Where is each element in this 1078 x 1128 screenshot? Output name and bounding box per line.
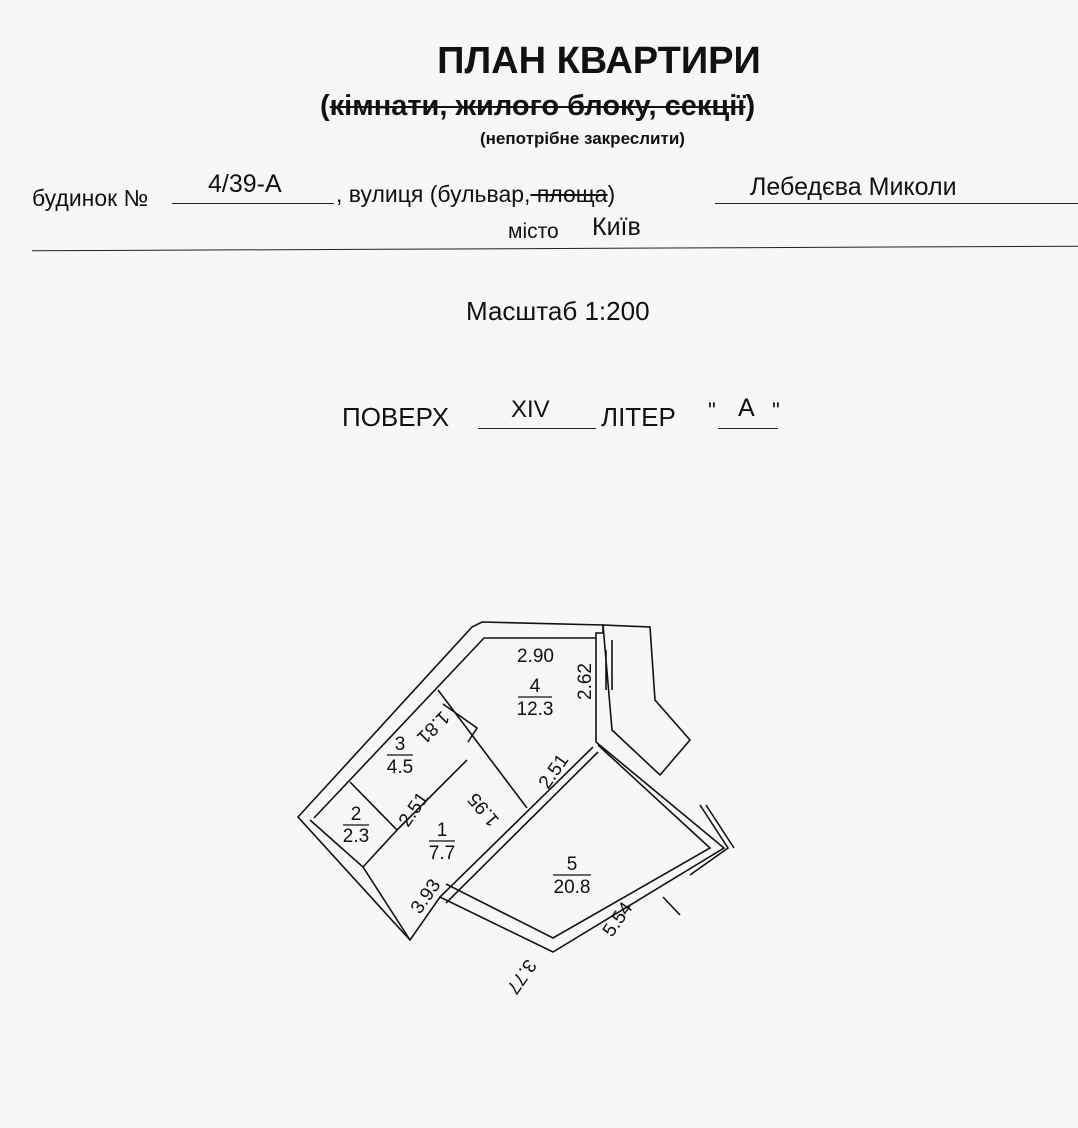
scale-label: Масштаб 1:200 <box>466 296 650 326</box>
room-labels: 2.90 2.62 1.81 2.51 1.95 2.51 3.93 3.77 … <box>343 646 638 997</box>
room-3-area: 4.5 <box>387 757 413 778</box>
room-4-partition <box>437 689 528 809</box>
dim-2-90: 2.90 <box>517 646 554 667</box>
street-label-text: , вулиця (бульвар, <box>336 181 531 207</box>
floor-label: ПОВЕРХ <box>342 402 450 432</box>
house-number: 4/39-А <box>208 170 282 198</box>
room-2-number: 2 <box>351 804 362 825</box>
dim-1-81: 1.81 <box>412 706 453 747</box>
outer-wall <box>296 621 726 953</box>
letter-value: А <box>738 394 755 422</box>
house-label: будинок № <box>32 185 149 211</box>
subtitle-struck-options: кімнати, жилого блоку, секції <box>329 90 746 122</box>
inner-wall <box>313 637 712 939</box>
room-3-number: 3 <box>395 734 406 755</box>
dim-2-62: 2.62 <box>575 663 596 700</box>
strike-note: (непотрібне закреслити) <box>480 129 685 148</box>
street-value: Лебедєва Миколи <box>750 173 957 201</box>
letter-label: ЛІТЕР <box>601 402 676 432</box>
letter-underline <box>718 428 778 429</box>
street-underline <box>715 203 1078 204</box>
dim-2-51-a: 2.51 <box>395 789 433 831</box>
house-underline <box>172 203 334 204</box>
dim-1-95: 1.95 <box>464 788 504 830</box>
page-title: ПЛАН КВАРТИРИ <box>437 40 761 82</box>
room-4-area: 12.3 <box>517 699 554 720</box>
dim-3-77: 3.77 <box>502 955 540 997</box>
floor-value: XIV <box>511 396 550 423</box>
corridor-wall <box>309 819 411 941</box>
room-1-area: 7.7 <box>429 843 455 864</box>
wall-1-5 <box>439 746 599 904</box>
subtitle-paren: ) <box>745 90 756 122</box>
room-2-area: 2.3 <box>343 826 369 847</box>
page-subtitle: (кімнати, жилого блоку, секції) <box>320 90 755 123</box>
room-5-area: 20.8 <box>554 877 591 898</box>
room-4-number: 4 <box>530 676 541 697</box>
letter-quote: " <box>772 398 780 423</box>
street-label-struck: площа <box>530 181 608 207</box>
subtitle-paren: ( <box>320 90 330 122</box>
partition-3-1 <box>396 759 468 831</box>
city-value: Київ <box>592 213 641 241</box>
partition-2-1 <box>362 829 398 868</box>
partition-2-3 <box>349 781 398 831</box>
street-label: , вулиця (бульвар, площа) <box>336 181 615 208</box>
balcony <box>602 624 692 777</box>
street-label-text: ) <box>607 181 616 207</box>
letter-quote: " <box>708 398 716 423</box>
city-label: місто <box>508 220 559 243</box>
floor-underline <box>478 428 596 429</box>
room-5-number: 5 <box>567 854 578 875</box>
window-5 <box>662 804 735 916</box>
room-1-number: 1 <box>437 820 448 841</box>
